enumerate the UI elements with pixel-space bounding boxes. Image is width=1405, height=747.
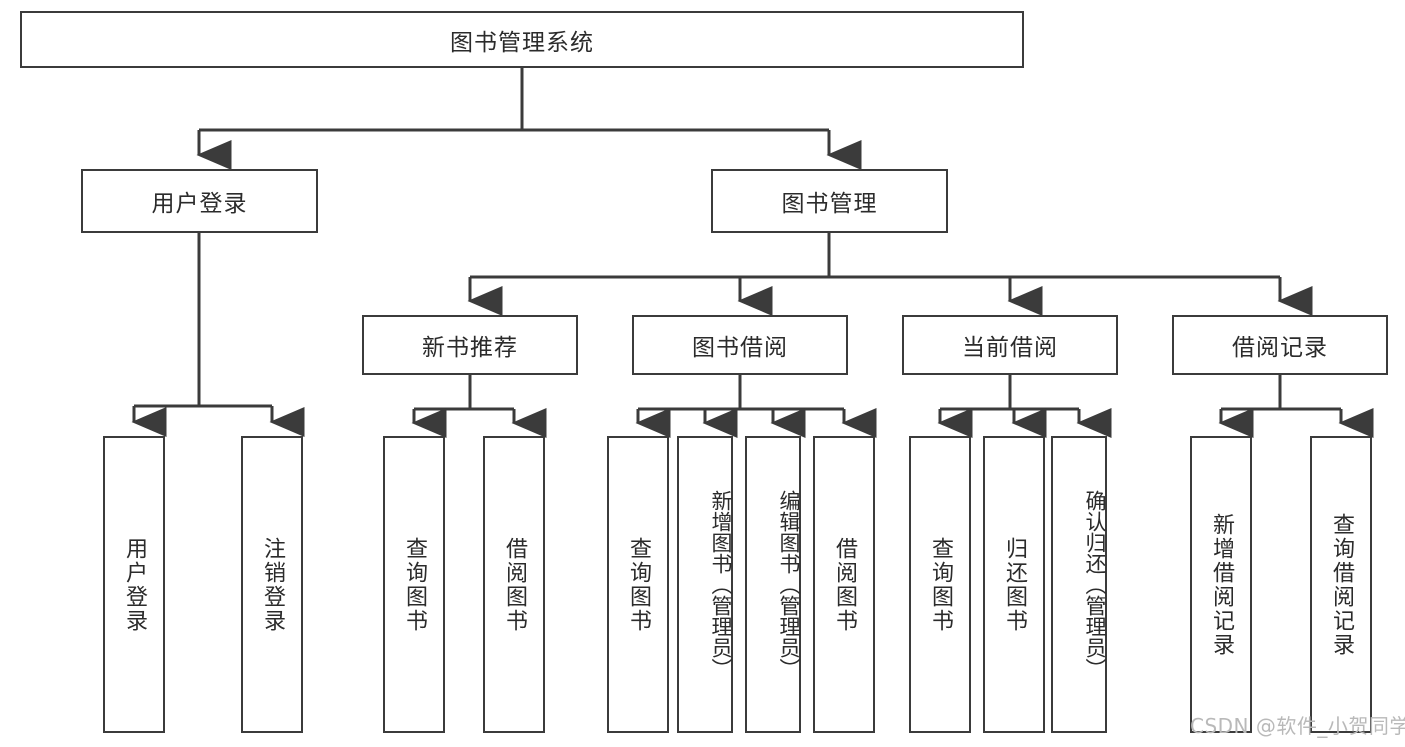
node-leaf-query-book-1-label: 查询图书 (402, 536, 427, 633)
node-leaf-query-book-3-label: 查询图书 (928, 536, 953, 633)
node-root[interactable]: 图书管理系统 (20, 11, 1024, 68)
node-book-borrow[interactable]: 图书借阅 (632, 315, 848, 375)
edge-bookborrow-to-leaves (635, 375, 877, 438)
edge-userlogin-to-leaves (131, 233, 305, 437)
node-leaf-borrow-book-1-label: 借阅图书 (502, 536, 527, 633)
node-leaf-return-book-label: 归还图书 (1002, 536, 1027, 633)
edge-newbookrec-to-leaves (411, 375, 547, 438)
node-leaf-borrow-book-2[interactable]: 借阅图书 (813, 436, 875, 733)
node-borrow-record[interactable]: 借阅记录 (1172, 315, 1388, 375)
edge-root-to-level2 (196, 68, 862, 170)
node-leaf-add-record[interactable]: 新增借阅记录 (1190, 436, 1252, 733)
node-leaf-confirm-return-label: 确认归还（管理员） (1083, 490, 1107, 679)
edge-borrowrecord-to-leaves (1218, 375, 1374, 438)
node-leaf-confirm-return[interactable]: 确认归还（管理员） (1051, 436, 1107, 733)
node-leaf-return-book[interactable]: 归还图书 (983, 436, 1045, 733)
node-new-book-rec-label: 新书推荐 (422, 335, 518, 361)
node-leaf-edit-book[interactable]: 编辑图书（管理员） (745, 436, 801, 733)
node-leaf-add-book[interactable]: 新增图书（管理员） (677, 436, 733, 733)
node-borrow-record-label: 借阅记录 (1232, 335, 1328, 361)
node-leaf-query-book-2-label: 查询图书 (626, 536, 651, 633)
node-user-login[interactable]: 用户登录 (81, 169, 318, 233)
node-leaf-add-book-label: 新增图书（管理员） (709, 490, 733, 679)
node-leaf-user-login-label: 用户登录 (122, 536, 147, 633)
edge-bookmanage-to-level3 (467, 233, 1313, 316)
node-leaf-query-record-label: 查询借阅记录 (1329, 512, 1354, 657)
node-book-manage[interactable]: 图书管理 (711, 169, 948, 233)
node-leaf-user-login[interactable]: 用户登录 (103, 436, 165, 733)
node-leaf-query-book-2[interactable]: 查询图书 (607, 436, 669, 733)
node-leaf-user-logout-label: 注销登录 (260, 536, 285, 633)
csdn-watermark: CSDN @软件_小贺同学 (1190, 714, 1405, 738)
node-leaf-user-logout[interactable]: 注销登录 (241, 436, 303, 733)
node-book-borrow-label: 图书借阅 (692, 335, 788, 361)
node-current-borrow[interactable]: 当前借阅 (902, 315, 1118, 375)
node-leaf-edit-book-label: 编辑图书（管理员） (777, 490, 801, 679)
node-leaf-borrow-book-1[interactable]: 借阅图书 (483, 436, 545, 733)
node-current-borrow-label: 当前借阅 (962, 335, 1058, 361)
edge-currentborrow-to-leaves (937, 375, 1112, 438)
node-new-book-rec[interactable]: 新书推荐 (362, 315, 578, 375)
node-leaf-query-book-3[interactable]: 查询图书 (909, 436, 971, 733)
node-root-label: 图书管理系统 (450, 29, 594, 56)
node-leaf-query-book-1[interactable]: 查询图书 (383, 436, 445, 733)
node-leaf-borrow-book-2-label: 借阅图书 (832, 536, 857, 633)
node-leaf-query-record[interactable]: 查询借阅记录 (1310, 436, 1372, 733)
node-book-manage-label: 图书管理 (781, 191, 878, 217)
node-user-login-label: 用户登录 (151, 191, 248, 217)
node-leaf-add-record-label: 新增借阅记录 (1209, 512, 1234, 657)
